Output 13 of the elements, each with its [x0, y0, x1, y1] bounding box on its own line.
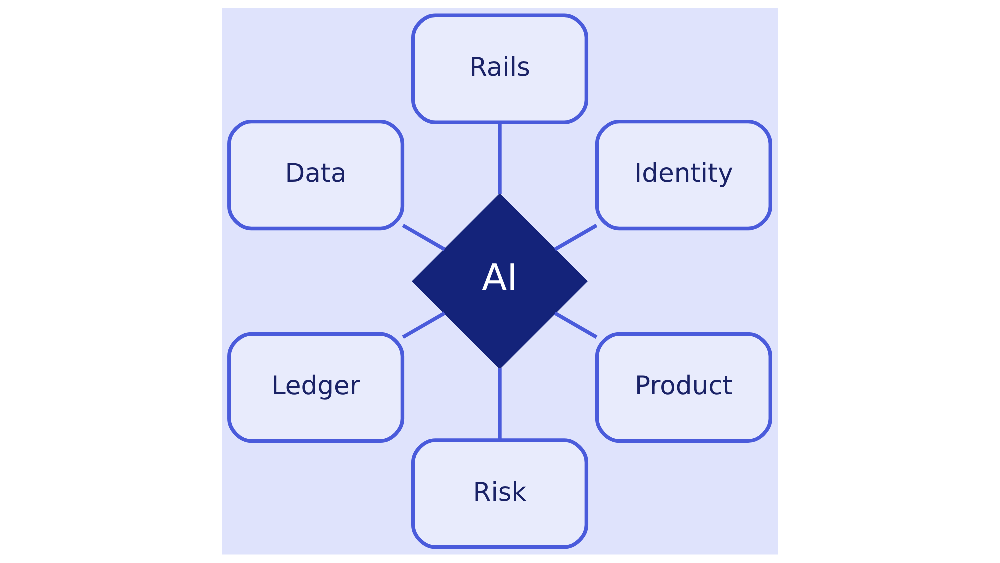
connector: [498, 368, 502, 440]
node-box: Rails: [412, 14, 589, 124]
node-box: Data: [228, 120, 405, 231]
connector: [402, 224, 446, 252]
connector: [554, 312, 598, 339]
node-box: Identity: [595, 120, 772, 231]
node-box: Ledger: [228, 332, 405, 444]
node-diamond: AI: [412, 194, 588, 370]
connector: [402, 312, 446, 339]
connector: [498, 122, 502, 194]
node-box: Risk: [412, 438, 589, 550]
node-box: Product: [595, 332, 772, 444]
connector: [554, 224, 598, 252]
